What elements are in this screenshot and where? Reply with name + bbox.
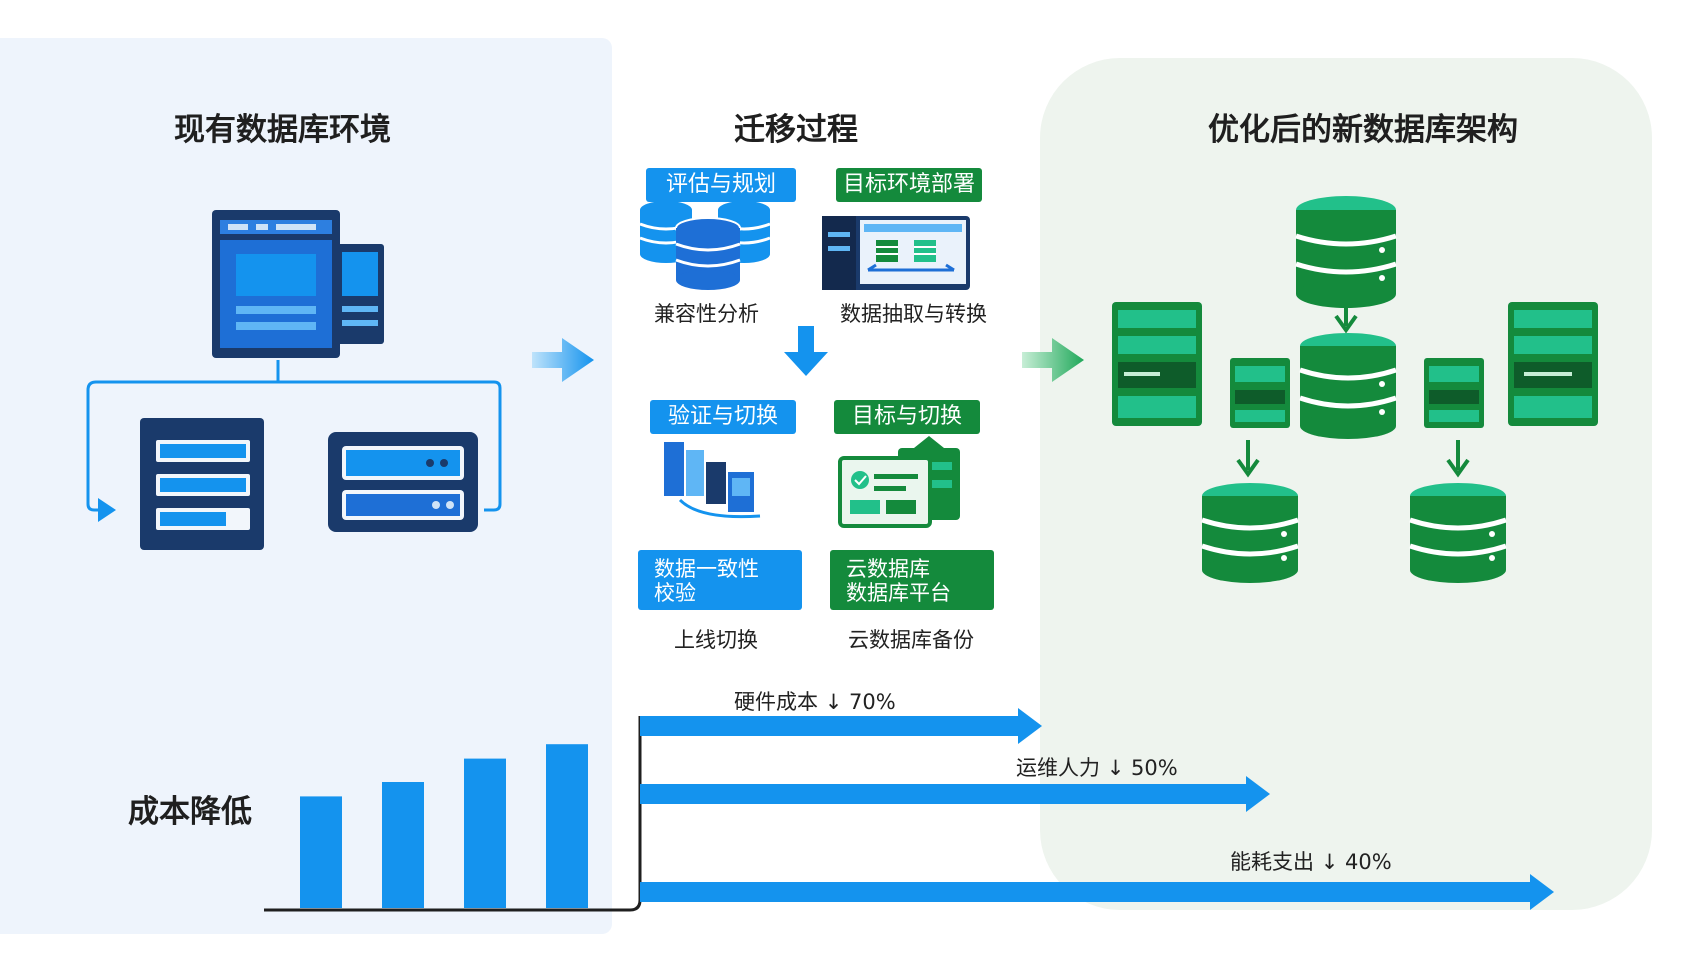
flow-arrow-down-icon — [1446, 440, 1470, 478]
cloud-database-box: 云数据库 数据库平台 — [830, 550, 994, 610]
metric-energy-label: 能耗支出 ↓ 40% — [1230, 850, 1392, 874]
cost-bar — [382, 782, 424, 908]
down-arrow-icon: ↓ — [1320, 850, 1339, 874]
go-live-caption: 上线切换 — [674, 628, 758, 652]
dashboard-screen-icon — [822, 216, 970, 290]
section-arrow-icon — [532, 338, 594, 382]
metric-arrow-energy — [640, 874, 1554, 910]
metric-arrow-hardware — [640, 708, 1042, 744]
network-servers-icon — [664, 442, 761, 519]
cost-bar — [300, 796, 342, 908]
target-deploy-tag: 目标环境部署 — [836, 168, 982, 202]
flow-arrow-down-icon — [1236, 440, 1260, 478]
flow-arrow-down-icon — [784, 326, 828, 376]
metric-hardware-label: 硬件成本 ↓ 70% — [734, 690, 896, 714]
database-icon — [1409, 483, 1507, 583]
connector-lines — [86, 360, 502, 512]
existing-environment-panel — [0, 38, 612, 934]
assess-plan-tag: 评估与规划 — [646, 168, 796, 202]
database-icon — [1295, 196, 1397, 308]
cloud-backup-caption: 云数据库备份 — [848, 628, 974, 652]
flow-arrow-down-icon — [1334, 306, 1358, 334]
cost-reduction-label: 成本降低 — [128, 794, 252, 830]
cost-bars — [300, 744, 588, 908]
cost-bar — [546, 744, 588, 908]
server-rack-icon — [140, 418, 264, 550]
storage-unit-icon — [328, 432, 478, 532]
main-server-icon — [212, 210, 384, 358]
consistency-check-box: 数据一致性 校验 — [638, 550, 802, 610]
metric-arrow-staff — [640, 776, 1270, 812]
cloud-platform-icon — [838, 436, 960, 528]
server-rack-icon — [1230, 358, 1290, 428]
extract-transform-caption: 数据抽取与转换 — [840, 302, 987, 326]
database-icon — [1201, 483, 1299, 583]
down-arrow-icon: ↓ — [1106, 756, 1125, 780]
migration-process-title: 迁移过程 — [734, 112, 858, 148]
optimized-architecture-title: 优化后的新数据库架构 — [1208, 112, 1518, 148]
connector-arrowhead-icon — [98, 498, 116, 522]
database-icon — [1299, 333, 1397, 439]
existing-environment-title: 现有数据库环境 — [174, 112, 391, 148]
server-rack-icon — [1424, 358, 1484, 428]
database-stack-icon — [639, 201, 771, 290]
server-rack-icon — [1112, 302, 1202, 426]
target-switch-tag: 目标与切换 — [834, 400, 980, 434]
down-arrow-icon: ↓ — [824, 690, 843, 714]
compatibility-analysis-caption: 兼容性分析 — [654, 302, 759, 326]
verify-switch-tag: 验证与切换 — [650, 400, 796, 434]
metric-staff-label: 运维人力 ↓ 50% — [1016, 756, 1178, 780]
server-rack-icon — [1508, 302, 1598, 426]
cost-bar — [464, 758, 506, 908]
section-arrow-icon — [1022, 338, 1084, 382]
